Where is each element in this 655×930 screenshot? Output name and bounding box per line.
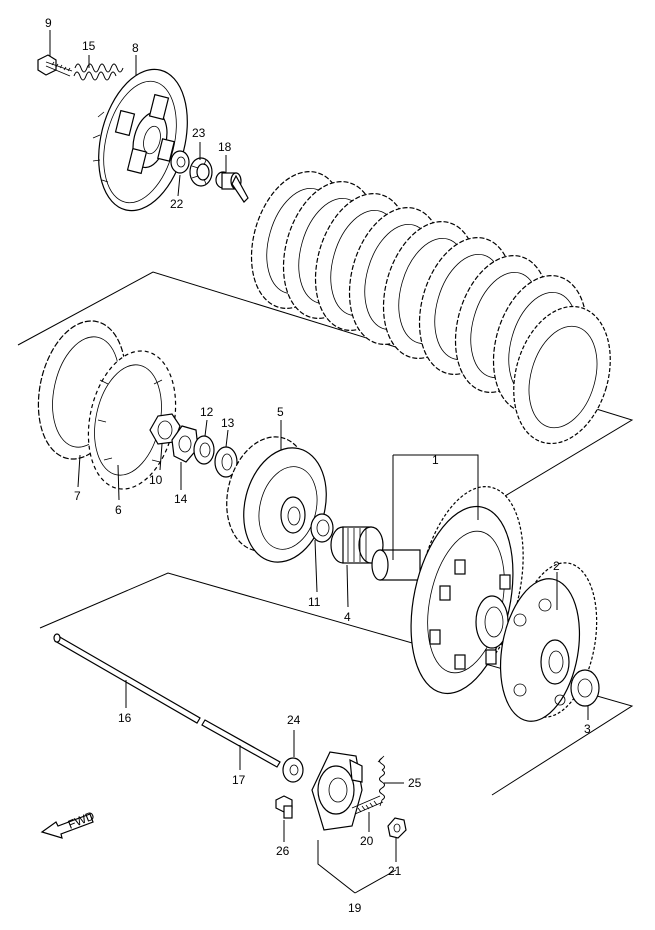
part-25-return-spring[interactable] [377, 755, 385, 807]
part-1-primary-driven-gear[interactable] [371, 477, 540, 703]
callout-18: 18 [218, 140, 232, 154]
part-19-release-assy[interactable] [311, 751, 363, 831]
callout-13: 13 [221, 416, 235, 430]
callout-12: 12 [200, 405, 214, 419]
leader-lines [49, 30, 589, 894]
callout-22: 22 [170, 197, 184, 211]
callout-19: 19 [348, 901, 362, 915]
callout-24: 24 [287, 713, 301, 727]
callout-5: 5 [277, 405, 284, 419]
part-17-push-rod[interactable] [201, 719, 281, 768]
part-5-clutch-hub[interactable] [215, 428, 338, 571]
callout-8: 8 [132, 41, 139, 55]
part-24-oil-seal[interactable] [282, 757, 304, 783]
callout-2: 2 [553, 559, 560, 573]
part-16-push-rod[interactable] [53, 633, 201, 724]
upper-group-frame [17, 271, 634, 506]
callout-23: 23 [192, 126, 206, 140]
part-26-bolt[interactable] [275, 795, 293, 819]
part-22-washer[interactable] [170, 150, 190, 174]
part-4-needle-bearing[interactable] [330, 526, 384, 564]
part-15-spring[interactable] [73, 63, 124, 81]
part-3-spacer[interactable] [570, 669, 600, 707]
part-8-pressure-plate[interactable] [85, 60, 201, 220]
callout-20: 20 [360, 834, 374, 848]
callout-6: 6 [115, 503, 122, 517]
part-10-nut[interactable] [149, 413, 181, 445]
callout-26: 26 [276, 844, 290, 858]
callout-25: 25 [408, 776, 422, 790]
fwd-label: FWD [66, 808, 97, 831]
callout-7: 7 [74, 489, 81, 503]
callout-9: 9 [45, 16, 52, 30]
part-9-bolt[interactable] [37, 54, 73, 77]
part-21-nut[interactable] [387, 817, 407, 839]
callout-16: 16 [118, 711, 132, 725]
fwd-arrow-icon: FWD [40, 808, 97, 839]
callout-15: 15 [82, 39, 96, 53]
callout-14: 14 [174, 492, 188, 506]
callout-10: 10 [149, 473, 163, 487]
part-23-bearing[interactable] [189, 157, 213, 187]
callout-labels: 1 2 3 4 5 6 7 8 9 10 11 12 13 14 15 16 1… [45, 16, 591, 915]
callout-1: 1 [432, 453, 439, 467]
clutch-plate-stack[interactable] [236, 161, 625, 455]
callout-11: 11 [308, 595, 321, 609]
callout-3: 3 [584, 722, 591, 736]
callout-4: 4 [344, 610, 351, 624]
part-12-washer[interactable] [193, 435, 215, 465]
callout-21: 21 [388, 864, 402, 878]
lower-group-frame [39, 572, 634, 796]
part-18-push-piece[interactable] [215, 171, 249, 203]
part-20-adjusting-screw[interactable] [351, 795, 384, 815]
callout-17: 17 [232, 773, 246, 787]
part-11-inner-spacer[interactable] [310, 513, 334, 543]
